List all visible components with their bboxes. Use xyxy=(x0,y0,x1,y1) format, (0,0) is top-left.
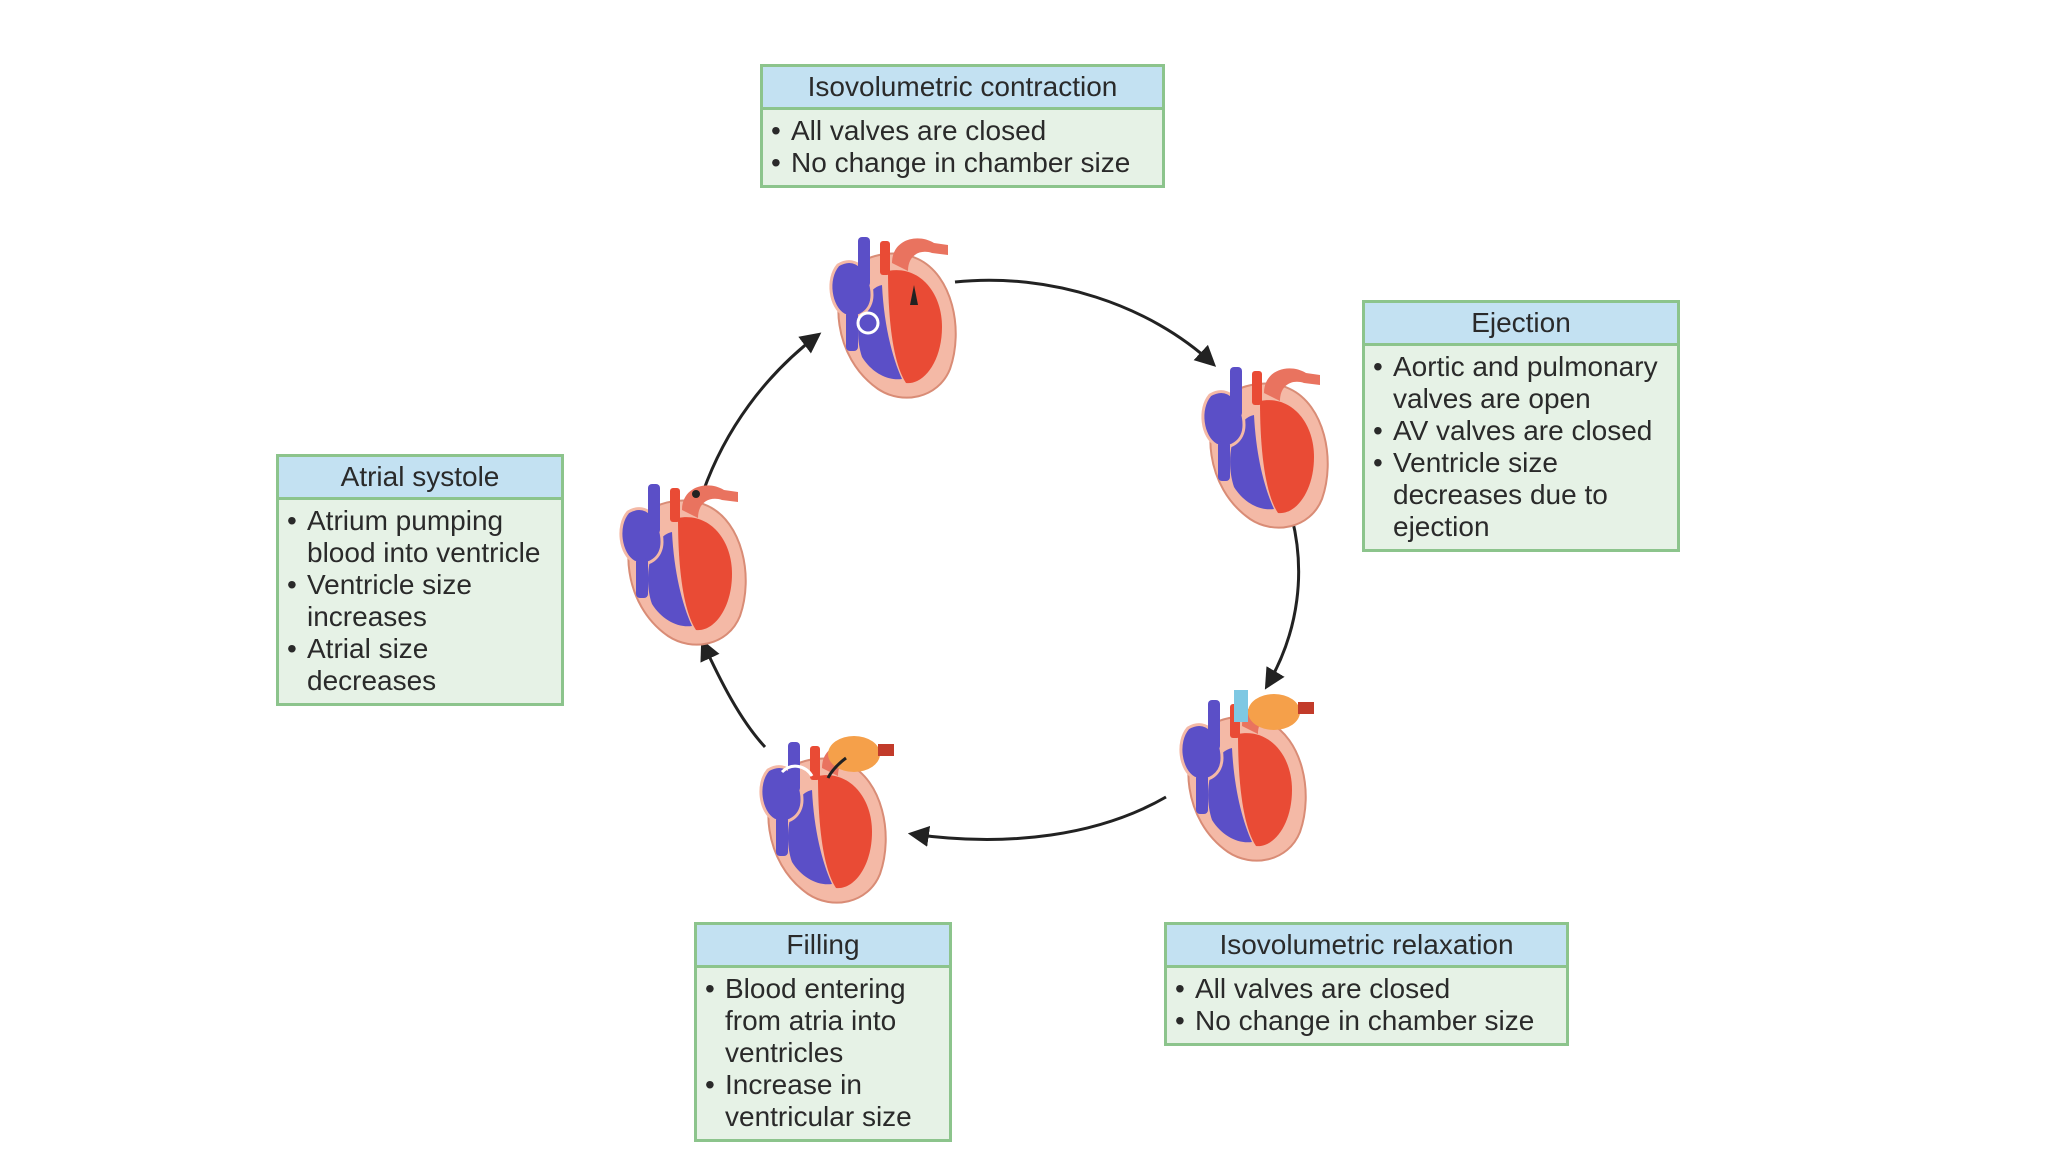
stage-bullet: All valves are closed xyxy=(771,115,1158,147)
stage-bullet: All valves are closed xyxy=(1175,973,1562,1005)
arrow-atrial-systole-to-contraction xyxy=(701,332,822,493)
stage-title: Atrial systole xyxy=(279,457,561,500)
stage-title: Filling xyxy=(697,925,949,968)
stage-title: Isovolumetric contraction xyxy=(763,67,1162,110)
stage-bullet: Blood entering from atria into ventricle… xyxy=(705,973,945,1069)
arrow-ejection-to-relaxation xyxy=(1264,517,1301,690)
stage-bullet: No change in chamber size xyxy=(1175,1005,1562,1037)
stage-bullets: All valves are closed No change in chamb… xyxy=(763,110,1162,185)
stage-box-atrial-systole: Atrial systole Atrium pumping blood into… xyxy=(276,454,564,706)
stage-box-isovolumetric-relaxation: Isovolumetric relaxation All valves are … xyxy=(1164,922,1569,1046)
stage-bullets: Atrium pumping blood into ventricle Vent… xyxy=(279,500,561,703)
heart-filling xyxy=(759,736,894,905)
stage-bullets: All valves are closed No change in chamb… xyxy=(1167,968,1566,1043)
stage-box-isovolumetric-contraction: Isovolumetric contraction All valves are… xyxy=(760,64,1165,188)
stage-bullet: AV valves are closed xyxy=(1373,415,1673,447)
stage-bullet: Atrial size decreases xyxy=(287,633,557,697)
stage-title: Ejection xyxy=(1365,303,1677,346)
stage-bullet: Ventricle size decreases due to ejection xyxy=(1373,447,1673,543)
stage-bullets: Blood entering from atria into ventricle… xyxy=(697,968,949,1139)
arrow-contraction-to-ejection xyxy=(954,278,1217,367)
stage-box-filling: Filling Blood entering from atria into v… xyxy=(694,922,952,1142)
stage-bullet: No change in chamber size xyxy=(771,147,1158,179)
arrow-filling-to-atrial-systole xyxy=(700,639,767,749)
arrow-relaxation-to-filling xyxy=(907,795,1167,847)
stage-bullets: Aortic and pulmonary valves are open AV … xyxy=(1365,346,1677,549)
stage-bullet: Aortic and pulmonary valves are open xyxy=(1373,351,1673,415)
stage-box-ejection: Ejection Aortic and pulmonary valves are… xyxy=(1362,300,1680,552)
stage-bullet: Atrium pumping blood into ventricle xyxy=(287,505,557,569)
stage-title: Isovolumetric relaxation xyxy=(1167,925,1566,968)
heart-ejection xyxy=(1201,365,1330,530)
heart-atrial-systole xyxy=(619,482,748,647)
heart-isovolumetric-contraction xyxy=(829,235,958,400)
stage-bullet: Ventricle size increases xyxy=(287,569,557,633)
stage-bullet: Increase in ventricular size xyxy=(705,1069,945,1133)
heart-isovolumetric-relaxation xyxy=(1179,690,1314,863)
